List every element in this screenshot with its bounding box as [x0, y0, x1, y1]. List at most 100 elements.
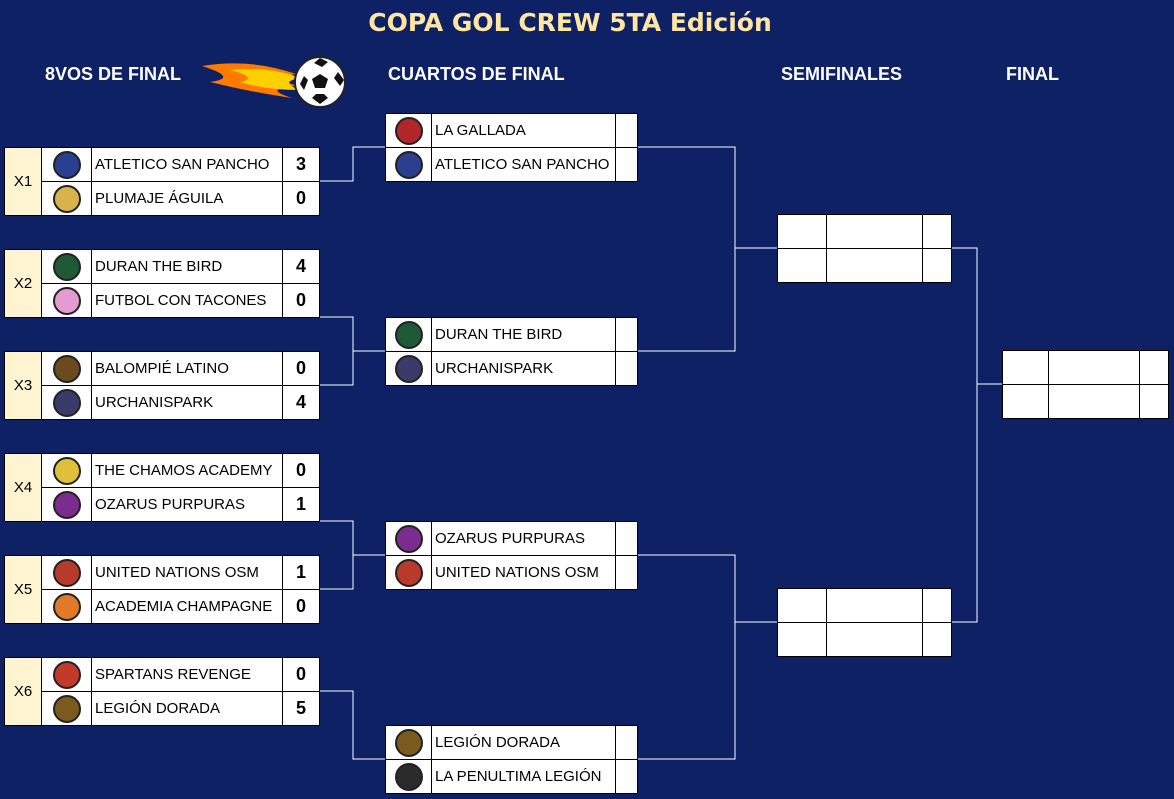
- team-crest-icon: [52, 150, 81, 179]
- team-score: [615, 317, 638, 352]
- team-crest-icon: [41, 249, 92, 284]
- team-score: [615, 759, 638, 794]
- team-score: 5: [282, 691, 320, 726]
- team-crest-icon: [385, 759, 432, 794]
- match-tag: X6: [4, 657, 42, 726]
- team-name: OZARUS PURPURAS: [431, 521, 616, 556]
- team-crest-icon: [385, 555, 432, 590]
- team-name: LEGIÓN DORADA: [91, 691, 283, 726]
- team-score: [615, 555, 638, 590]
- match-tag: X2: [4, 249, 42, 318]
- match-tag: X5: [4, 555, 42, 624]
- team-score: [615, 725, 638, 760]
- team-name: URCHANISPARK: [431, 351, 616, 386]
- team-score: 1: [282, 487, 320, 522]
- team-crest-icon: [394, 354, 423, 383]
- team-name: UNITED NATIONS OSM: [431, 555, 616, 590]
- team-name: LA PENULTIMA LEGIÓN: [431, 759, 616, 794]
- team-name: URCHANISPARK: [91, 385, 283, 420]
- team-score: [615, 113, 638, 148]
- final-logo-1: [1002, 350, 1049, 385]
- semifinal-2-score-2: [922, 622, 952, 657]
- semifinal-1-score-2: [922, 248, 952, 283]
- team-crest-icon: [41, 181, 92, 216]
- header-quarterfinals: CUARTOS DE FINAL: [388, 64, 565, 84]
- team-crest-icon: [385, 521, 432, 556]
- team-crest-icon: [52, 184, 81, 213]
- team-score: [615, 147, 638, 182]
- team-crest-icon: [385, 147, 432, 182]
- team-name: FUTBOL CON TACONES: [91, 283, 283, 318]
- team-crest-icon: [52, 592, 81, 621]
- team-name: ATLETICO SAN PANCHO: [91, 147, 283, 182]
- team-crest-icon: [41, 385, 92, 420]
- team-crest-icon: [41, 351, 92, 386]
- team-crest-icon: [394, 116, 423, 145]
- team-name: SPARTANS REVENGE: [91, 657, 283, 692]
- team-name: ACADEMIA CHAMPAGNE: [91, 589, 283, 624]
- match-tag: X4: [4, 453, 42, 522]
- team-crest-icon: [52, 660, 81, 689]
- team-crest-icon: [41, 555, 92, 590]
- team-name: LEGIÓN DORADA: [431, 725, 616, 760]
- team-crest-icon: [394, 320, 423, 349]
- team-crest-icon: [41, 453, 92, 488]
- team-name: UNITED NATIONS OSM: [91, 555, 283, 590]
- semifinal-1-logo-2: [777, 248, 827, 283]
- team-crest-icon: [41, 691, 92, 726]
- team-crest-icon: [394, 150, 423, 179]
- flaming-soccer-ball-icon: [202, 56, 346, 108]
- team-score: 0: [282, 283, 320, 318]
- semifinal-2-team-2: [826, 622, 923, 657]
- team-crest-icon: [52, 456, 81, 485]
- team-crest-icon: [394, 558, 423, 587]
- team-score: [615, 351, 638, 386]
- match-tag: X1: [4, 147, 42, 216]
- team-crest-icon: [41, 283, 92, 318]
- header-round-of-16: 8VOS DE FINAL: [45, 64, 182, 84]
- team-name: LA GALLADA: [431, 113, 616, 148]
- team-name: THE CHAMOS ACADEMY: [91, 453, 283, 488]
- final-team-2: [1048, 384, 1140, 419]
- semifinal-1-team-1: [826, 214, 923, 249]
- team-crest-icon: [385, 725, 432, 760]
- team-score: [615, 521, 638, 556]
- team-crest-icon: [52, 286, 81, 315]
- header-final: FINAL: [1006, 64, 1059, 84]
- team-crest-icon: [41, 147, 92, 182]
- team-crest-icon: [52, 558, 81, 587]
- team-crest-icon: [41, 487, 92, 522]
- team-crest-icon: [394, 524, 423, 553]
- team-crest-icon: [52, 388, 81, 417]
- team-name: ATLETICO SAN PANCHO: [431, 147, 616, 182]
- team-score: 1: [282, 555, 320, 590]
- team-crest-icon: [52, 354, 81, 383]
- team-score: 0: [282, 181, 320, 216]
- final-score-1: [1139, 350, 1169, 385]
- semifinal-2-logo-1: [777, 588, 827, 623]
- team-score: 4: [282, 249, 320, 284]
- semifinal-2-logo-2: [777, 622, 827, 657]
- final-team-1: [1048, 350, 1140, 385]
- team-crest-icon: [41, 589, 92, 624]
- team-name: DURAN THE BIRD: [91, 249, 283, 284]
- team-crest-icon: [385, 113, 432, 148]
- team-score: 0: [282, 657, 320, 692]
- team-crest-icon: [52, 694, 81, 723]
- semifinal-1-logo-1: [777, 214, 827, 249]
- semifinal-2-team-1: [826, 588, 923, 623]
- team-name: DURAN THE BIRD: [431, 317, 616, 352]
- team-score: 0: [282, 351, 320, 386]
- semifinal-1-team-2: [826, 248, 923, 283]
- team-name: OZARUS PURPURAS: [91, 487, 283, 522]
